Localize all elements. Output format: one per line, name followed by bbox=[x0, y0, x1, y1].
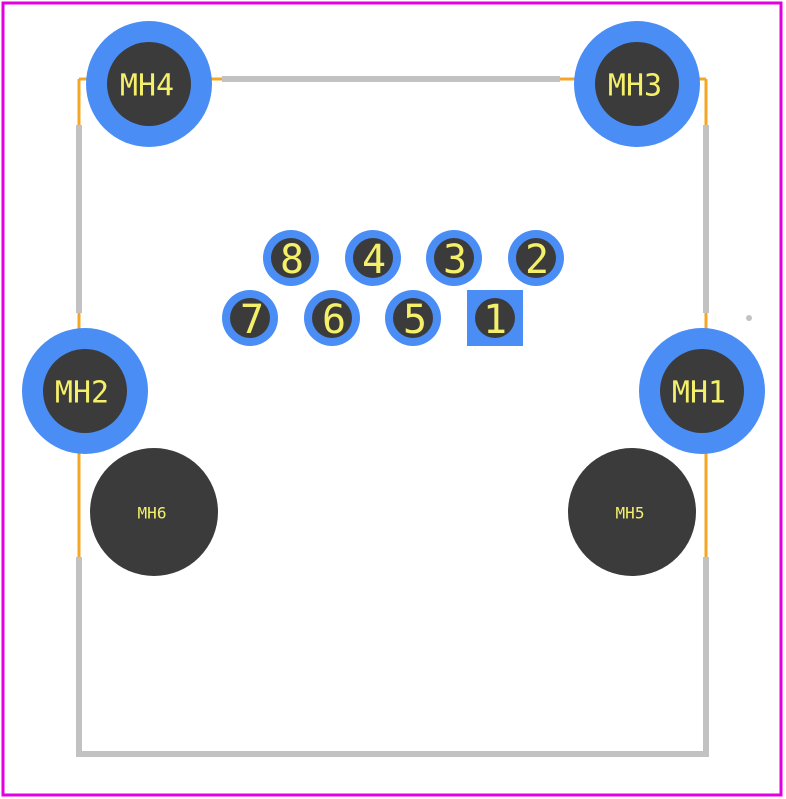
courtyard-outline bbox=[77, 77, 708, 557]
pin-4-label: 4 bbox=[362, 237, 386, 283]
mh2-label: MH2 bbox=[55, 376, 109, 411]
pin-8-label: 8 bbox=[280, 237, 304, 283]
mounting-hole-mh6: MH6 bbox=[90, 448, 218, 576]
pin-3-label: 3 bbox=[443, 237, 467, 283]
pin-4: 4 bbox=[345, 230, 401, 286]
mounting-hole-mh2: MH2 bbox=[22, 328, 148, 454]
mh3-label: MH3 bbox=[608, 69, 662, 104]
pin-2: 2 bbox=[508, 230, 564, 286]
pin-1-label: 1 bbox=[483, 297, 507, 343]
mounting-hole-mh1: MH1 bbox=[639, 328, 765, 454]
mh6-label: MH6 bbox=[138, 504, 167, 523]
pin-3: 3 bbox=[426, 230, 482, 286]
mounting-hole-mh5: MH5 bbox=[568, 448, 696, 576]
mh1-label: MH1 bbox=[672, 376, 726, 411]
pin-7-label: 7 bbox=[240, 297, 264, 343]
pin-5-label: 5 bbox=[403, 297, 427, 343]
silkscreen-dot bbox=[746, 315, 752, 321]
mounting-hole-mh3: MH3 bbox=[574, 21, 700, 147]
pin-2-label: 2 bbox=[525, 237, 549, 283]
pin-1: 1 bbox=[467, 290, 523, 346]
mh5-label: MH5 bbox=[616, 504, 645, 523]
mh4-label: MH4 bbox=[120, 69, 174, 104]
pin-5: 5 bbox=[385, 290, 441, 346]
pin-6-label: 6 bbox=[322, 297, 346, 343]
mounting-hole-mh4: MH4 bbox=[86, 21, 212, 147]
silkscreen-outline bbox=[76, 76, 709, 757]
pin-6: 6 bbox=[304, 290, 360, 346]
pin-8: 8 bbox=[263, 230, 319, 286]
pin-7: 7 bbox=[222, 290, 278, 346]
